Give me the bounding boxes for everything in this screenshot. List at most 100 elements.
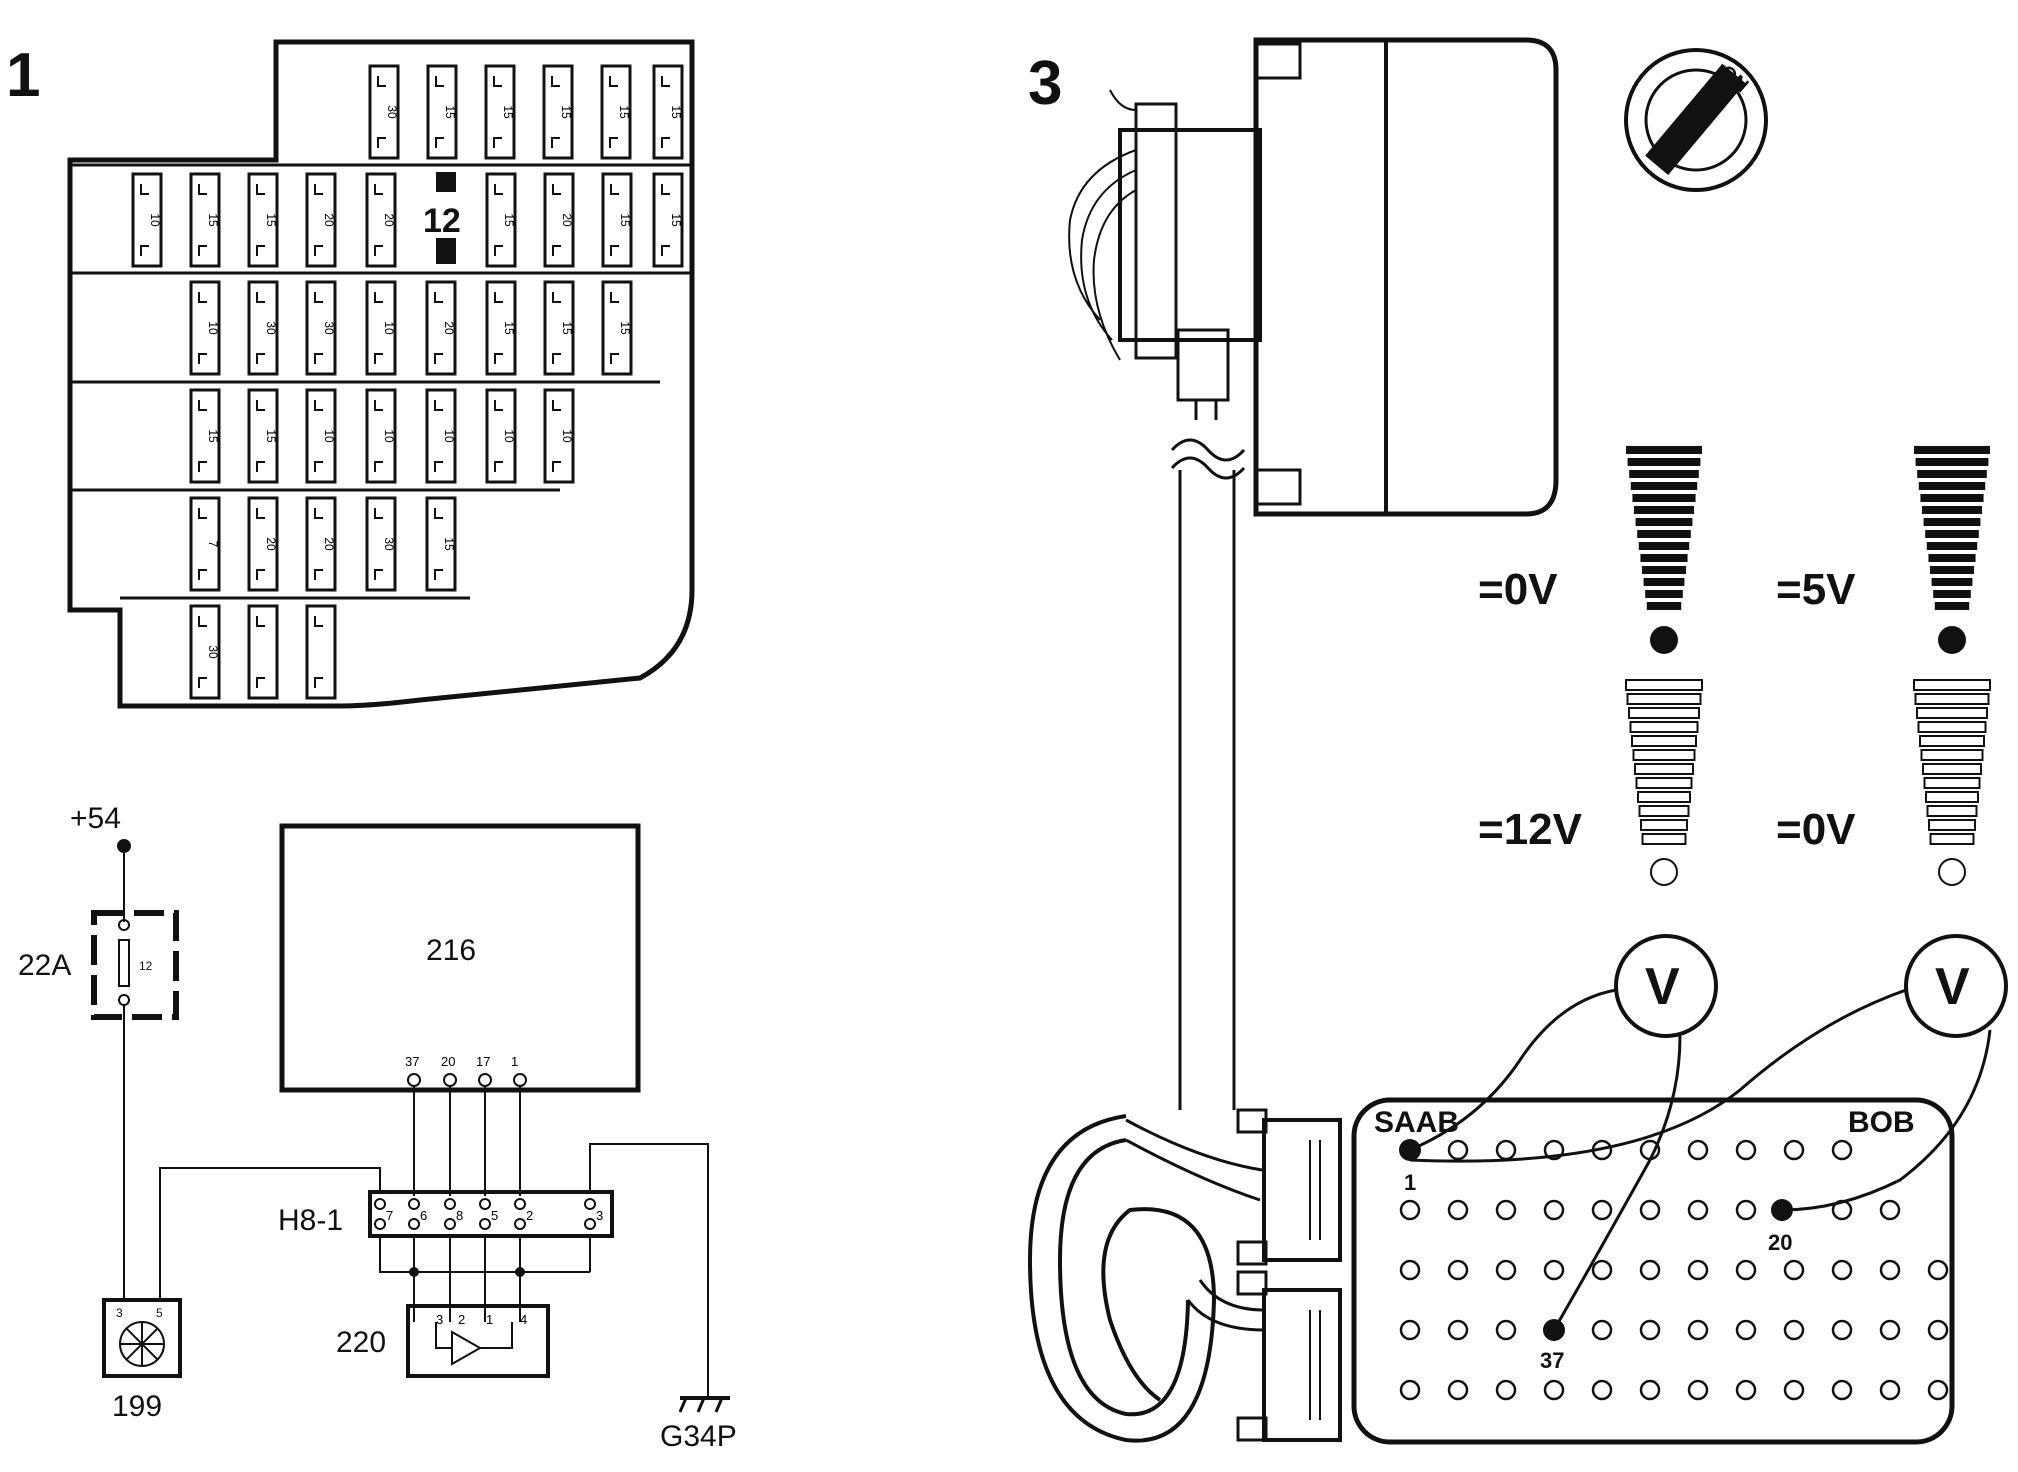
bob-pin[interactable] [1927,1259,1949,1281]
bob-pin[interactable] [1783,1379,1805,1401]
bob-pin[interactable] [1687,1139,1709,1161]
fuse-slot: 10 [543,388,575,484]
bob-pin[interactable] [1687,1379,1709,1401]
fuse-slot: 20 [247,496,279,592]
bob-pin[interactable] [1879,1319,1901,1341]
fuse-slot-rating: 20 [560,213,574,227]
bob-pin[interactable] [1831,1139,1853,1161]
fuse-slot: 15 [189,388,221,484]
gauge-bar [1931,578,1973,586]
connector-pin [408,1218,420,1230]
fuse-slot-rating: 15 [559,105,573,119]
fuse-slot-rating: 15 [669,213,683,227]
bob-pin[interactable] [1687,1199,1709,1221]
bob-pin[interactable] [1495,1199,1517,1221]
fuse-slot: 7 [189,496,221,592]
bob-pin[interactable] [1591,1199,1613,1221]
bob-pin[interactable] [1735,1259,1757,1281]
gauge-left [1625,446,1703,886]
bob-pin[interactable] [1879,1259,1901,1281]
bob-pin[interactable] [1447,1259,1469,1281]
gauge-bar [1645,590,1683,598]
bob-pin[interactable] [1447,1139,1469,1161]
bob-pin[interactable] [1447,1199,1469,1221]
bob-pin[interactable] [1735,1199,1757,1221]
bob-pin[interactable] [1495,1259,1517,1281]
fuse-slot: 10 [425,388,457,484]
bob-pin[interactable] [1591,1259,1613,1281]
gauge-bar [1923,518,1981,526]
fuse-slot-rating: 30 [385,105,399,119]
bob-pin[interactable] [1639,1259,1661,1281]
bob-pin[interactable] [1735,1319,1757,1341]
fuse-slot-rating: 15 [618,321,632,335]
bob-pin[interactable] [1831,1379,1853,1401]
fuse-22a-value: 12 [139,959,153,973]
bob-pin[interactable] [1399,1199,1421,1221]
connector-pin [374,1198,386,1210]
bob-pin[interactable] [1687,1319,1709,1341]
bob-pin[interactable] [1495,1319,1517,1341]
gauge-bar [1917,721,1987,733]
gauge-bar [1632,749,1696,761]
bob-pin[interactable] [1591,1319,1613,1341]
ecu-label: 216 [426,934,476,967]
fuse-slot-rating: 10 [382,321,396,335]
bob-pin[interactable] [1543,1259,1565,1281]
fuse-slot-rating: 30 [264,321,278,335]
bob-pin[interactable] [1399,1319,1421,1341]
bob-pin[interactable] [1495,1379,1517,1401]
bob-pin[interactable] [1495,1139,1517,1161]
bob-pin[interactable] [1399,1259,1421,1281]
fuse-12-marker-top [436,172,456,192]
fuse-slot-rating: 10 [206,321,220,335]
bob-pin[interactable] [1639,1319,1661,1341]
gauge-bar [1632,494,1696,502]
gauge-bar [1926,542,1978,550]
bob-pin[interactable] [1831,1319,1853,1341]
bob-pin[interactable] [1735,1139,1757,1161]
gauge-left-top-value: =0V [1478,565,1558,614]
bob-pin[interactable] [1735,1379,1757,1401]
bob-pin[interactable] [1879,1199,1901,1221]
voltmeter-right-symbol: V [1935,958,1970,1016]
bob-pin[interactable] [1879,1379,1901,1401]
fuse-slot: 10 [131,172,163,268]
bob-pin[interactable] [1783,1319,1805,1341]
fuse-slot-rating: 10 [382,429,396,443]
bob-pin[interactable] [1447,1319,1469,1341]
gauge-bar [1625,679,1703,691]
bob-pin[interactable] [1783,1139,1805,1161]
fuse-slot: 10 [365,280,397,376]
bob-pin[interactable] [1639,1199,1661,1221]
fuse-slot: 15 [601,280,633,376]
bob-pin[interactable] [1783,1259,1805,1281]
gauge-bar [1929,833,1975,845]
bob-pin[interactable] [1447,1379,1469,1401]
bob-pin[interactable] [1543,1199,1565,1221]
gauge-bar [1642,566,1686,574]
bob-pin[interactable] [1591,1379,1613,1401]
connector-pin-label: 8 [456,1208,463,1223]
bob-pin[interactable] [1831,1259,1853,1281]
voltmeter-right: V [1409,934,2008,1212]
panel-3-number: 3 [1028,49,1062,118]
bob-pin[interactable] [1639,1379,1661,1401]
bob-pin[interactable] [1687,1259,1709,1281]
fuse-slot: 20 [305,496,337,592]
bob-pin[interactable] [1927,1379,1949,1401]
bob-pin[interactable] [1927,1319,1949,1341]
gauge-bar [1925,791,1979,803]
ignition-switch-icon: ON [1624,48,1768,192]
bob-pin[interactable] [1543,1379,1565,1401]
ground-icon [678,1396,730,1413]
ecu-pin [513,1073,527,1087]
fuse-slot-rating: 30 [206,645,220,659]
bob-pin[interactable] [1399,1379,1421,1401]
ecu-pin-label: 37 [405,1054,419,1069]
gauge-bar [1634,763,1694,775]
gauge-bar [1920,494,1984,502]
fuse-slot: 20 [365,172,397,268]
